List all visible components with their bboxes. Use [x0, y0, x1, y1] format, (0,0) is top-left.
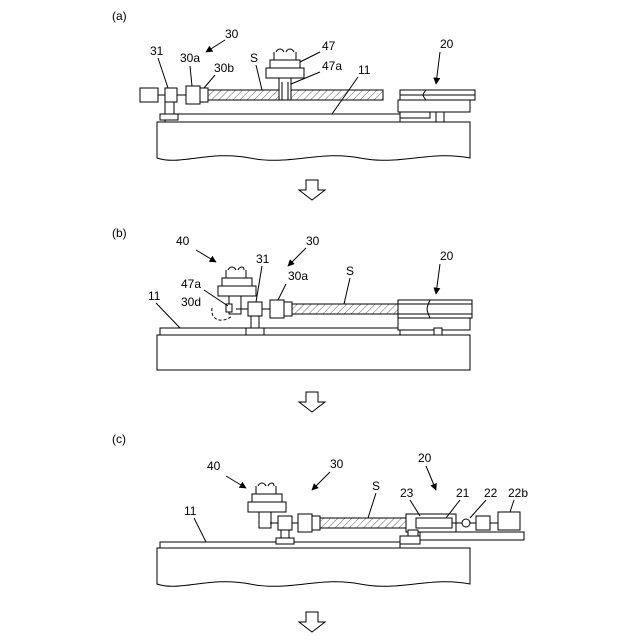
bore-21 — [416, 518, 452, 528]
ref-23: 23 — [400, 486, 414, 500]
ref-S: S — [250, 51, 258, 65]
unit-20 — [398, 300, 472, 335]
down-arrow — [299, 392, 325, 412]
ref-47a: 47a — [322, 59, 342, 73]
ref-30d: 30d — [181, 295, 201, 309]
down-arrow — [299, 180, 325, 200]
stage-11 — [160, 328, 400, 335]
ref-31: 31 — [256, 252, 270, 266]
base-block — [157, 335, 470, 370]
ref-30b: 30b — [214, 61, 234, 75]
ref-30: 30 — [306, 234, 320, 248]
panel-label: (b) — [112, 226, 127, 240]
ref-22: 22 — [484, 486, 498, 500]
ref-47: 47 — [322, 39, 336, 53]
support-31 — [270, 516, 298, 544]
ref-11: 11 — [358, 63, 371, 77]
ref-22b: 22b — [508, 486, 528, 500]
ref-30a: 30a — [180, 51, 200, 65]
chuck-30a — [186, 86, 208, 104]
ref-40: 40 — [207, 459, 221, 473]
ref-20: 20 — [418, 451, 432, 465]
ref-30: 30 — [330, 457, 344, 471]
base-block — [157, 122, 470, 160]
panel-b: (b) — [112, 226, 472, 370]
shaft-S — [208, 90, 383, 100]
panel-label: (c) — [112, 432, 126, 446]
ref-11: 11 — [184, 504, 197, 518]
ref-11: 11 — [148, 289, 161, 303]
chuck-30a — [270, 300, 292, 318]
ref-S: S — [372, 479, 380, 493]
chuck-30a — [298, 514, 320, 532]
ref-47a: 47a — [181, 277, 201, 291]
base-block — [157, 548, 470, 586]
unit-20 — [400, 512, 524, 544]
ref-40: 40 — [176, 234, 190, 248]
panel-c: (c) — [112, 432, 528, 586]
ref-20: 20 — [440, 37, 454, 51]
ref-21: 21 — [456, 486, 470, 500]
shaft-S — [320, 518, 416, 528]
joint-22 — [462, 519, 470, 527]
ref-20: 20 — [440, 249, 454, 263]
ref-31: 31 — [150, 44, 164, 58]
ref-30: 30 — [225, 27, 239, 41]
ref-30a: 30a — [288, 269, 308, 283]
down-arrow — [299, 612, 325, 632]
motor-22b — [498, 512, 520, 530]
unit-20 — [398, 90, 475, 122]
panel-a: (a) — [112, 9, 475, 160]
stage-11 — [165, 114, 400, 122]
panel-label: (a) — [112, 9, 127, 23]
ref-S: S — [346, 264, 354, 278]
